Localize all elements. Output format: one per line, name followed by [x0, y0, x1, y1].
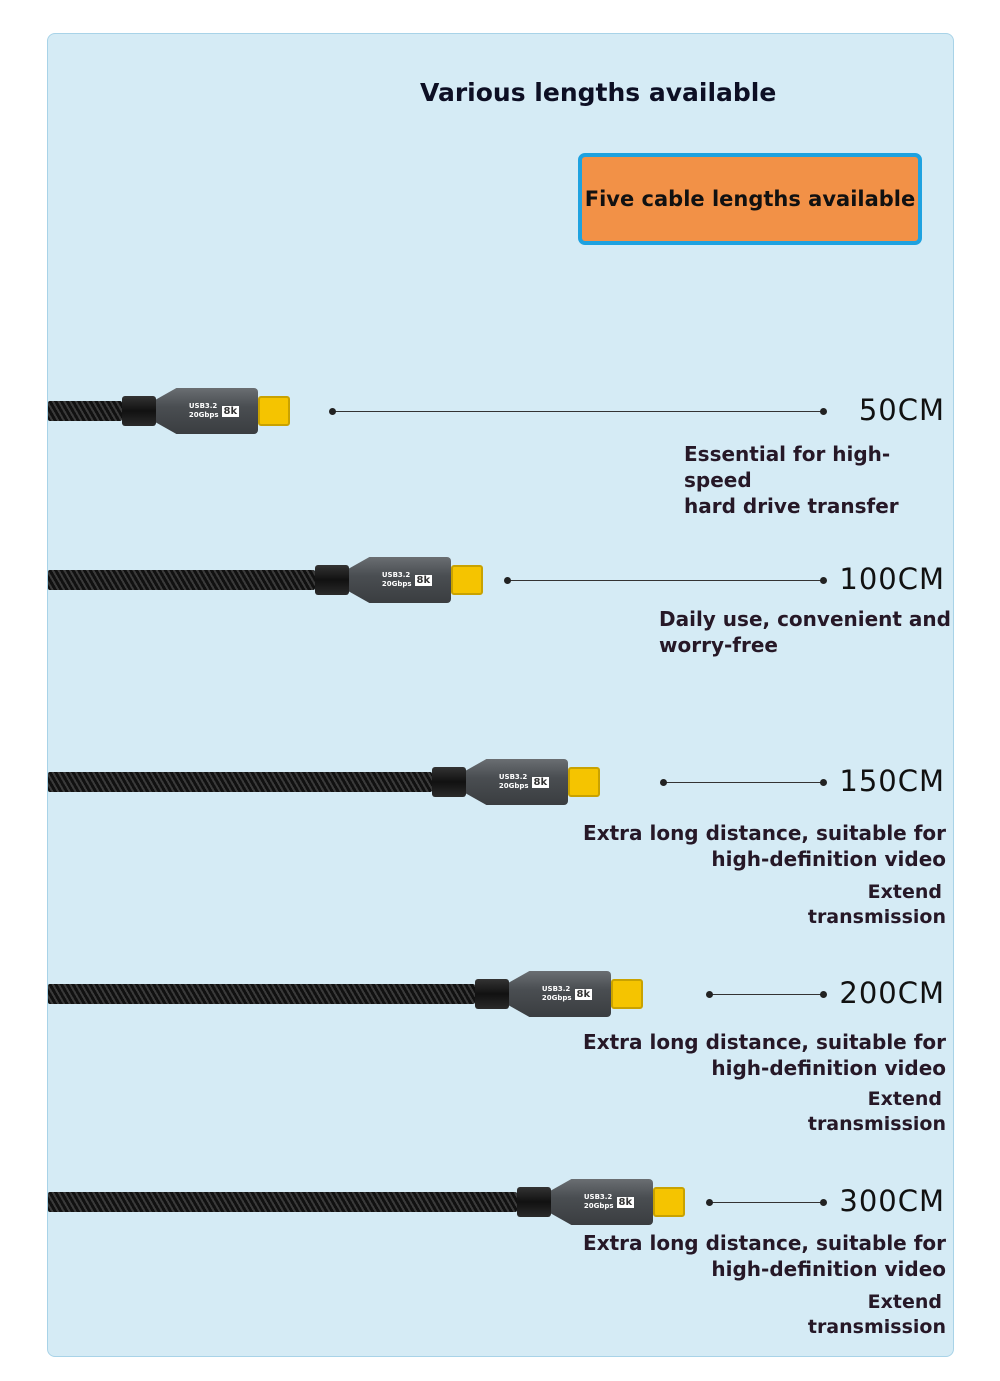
braided-cable [48, 570, 315, 590]
resolution-label: 8k [414, 574, 433, 586]
length-label: 200CM [839, 976, 945, 1010]
extend-line: transmission [807, 906, 946, 928]
description-line: Extra long distance, suitable for [583, 1030, 946, 1054]
strain-relief [432, 767, 466, 797]
strain-relief [122, 396, 156, 426]
speed-label: 20Gbps [498, 782, 529, 790]
length-label: 150CM [839, 764, 945, 798]
description-line: hard drive transfer [684, 494, 899, 518]
usb-c-plug [451, 565, 483, 595]
description-line: Extra long distance, suitable for [583, 1231, 946, 1255]
strain-relief [517, 1187, 551, 1217]
description-line: Daily use, convenient and [659, 607, 951, 631]
length-label: 100CM [839, 562, 945, 596]
background-panel [47, 33, 954, 1357]
usb-c-plug [653, 1187, 685, 1217]
description-line: high-definition video [711, 1257, 946, 1281]
speed-label: 20Gbps [583, 1202, 614, 1210]
speed-label: 20Gbps [188, 411, 219, 419]
resolution-label: 8k [531, 776, 550, 788]
braided-cable [48, 401, 122, 421]
speed-label: 20Gbps [381, 580, 412, 588]
extend-line: Extend [867, 1291, 942, 1313]
braided-cable [48, 984, 475, 1004]
lengths-badge: Five cable lengths available [578, 153, 922, 245]
length-label: 50CM [858, 393, 945, 427]
length-indicator-line [660, 779, 827, 786]
length-indicator-line [504, 577, 827, 584]
usb-c-plug [568, 767, 600, 797]
speed-label: 20Gbps [541, 994, 572, 1002]
usb-version-label: USB3.2 [498, 773, 528, 781]
usb-version-label: USB3.2 [188, 402, 218, 410]
extend-note: Extend transmission [700, 1087, 946, 1137]
strain-relief [315, 565, 349, 595]
description-line: high-definition video [711, 847, 946, 871]
page-title: Various lengths available [420, 78, 777, 107]
description-line: worry-free [659, 633, 778, 657]
usb-version-label: USB3.2 [541, 985, 571, 993]
description-line: Extra long distance, suitable for [583, 821, 946, 845]
resolution-label: 8k [221, 405, 240, 417]
extend-line: Extend [867, 1088, 942, 1110]
length-indicator-line [706, 1199, 827, 1206]
usb-version-label: USB3.2 [381, 571, 411, 579]
resolution-label: 8k [574, 988, 593, 1000]
usb-c-plug [611, 979, 643, 1009]
extend-line: transmission [807, 1316, 946, 1338]
strain-relief [475, 979, 509, 1009]
extend-line: Extend [867, 881, 942, 903]
extend-line: transmission [807, 1113, 946, 1135]
description-line: high-definition video [711, 1056, 946, 1080]
resolution-label: 8k [616, 1196, 635, 1208]
description-line: Essential for high-speed [684, 442, 891, 492]
length-indicator-line [706, 991, 827, 998]
usb-c-plug [258, 396, 290, 426]
extend-note: Extend transmission [700, 880, 946, 930]
usb-version-label: USB3.2 [583, 1193, 613, 1201]
braided-cable [48, 1192, 517, 1212]
length-indicator-line [329, 408, 827, 415]
braided-cable [48, 772, 432, 792]
length-label: 300CM [839, 1184, 945, 1218]
extend-note: Extend transmission [700, 1290, 946, 1340]
